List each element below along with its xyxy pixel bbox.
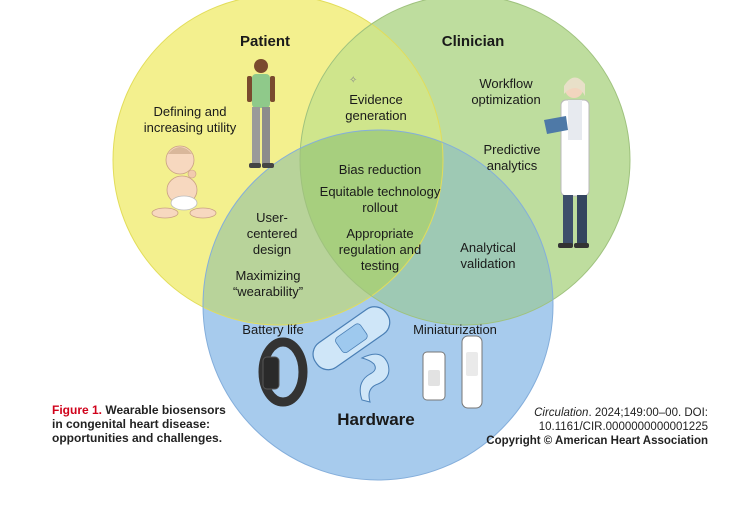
sparkle-icon: ✧ [349,75,357,86]
clinician-icon [544,77,590,248]
clip-sensor-icon [422,335,483,409]
band-aid-patch-icon [312,306,391,403]
label-miniaturization: Miniaturization [413,322,497,337]
label-predictive-analytics: Predictive analytics [483,142,541,173]
figure-number: Figure 1. [52,403,103,417]
label-workflow-optimization: Workflow optimization [471,76,541,107]
hardware-title: Hardware [337,410,415,429]
citation-credit: Circulation. 2024;149:00–00. DOI: 10.116… [448,406,708,448]
label-user-centered-design: User- centered design [246,210,298,257]
fitness-band-icon [258,337,308,407]
label-equitable-rollout: Equitable technology rollout [319,184,441,215]
person-patient-icon [247,59,275,168]
citation-text: . 2024;149:00–00. DOI: [588,407,708,419]
label-bias-reduction: Bias reduction [338,162,422,177]
journal-name: Circulation [534,407,589,419]
label-evidence-generation: Evidence generation [345,92,407,123]
label-defining-utility: Defining and increasing utility [143,104,237,135]
label-maximizing-wearability: Maximizing “wearability” [232,268,304,299]
baby-icon [151,145,217,219]
clinician-title: Clinician [441,33,505,50]
label-regulation-testing: Appropriate regulation and testing [338,226,422,273]
label-analytical-validation: Analytical validation [460,240,516,271]
figure-caption-text: Wearable biosensors in congenital heart … [52,403,226,445]
doi-text: 10.1161/CIR.0000000000001225 [538,421,708,433]
copyright-text: Copyright © American Heart Association [486,435,708,447]
patient-title: Patient [239,33,291,50]
figure-caption: Figure 1. Wearable biosensors in congeni… [52,403,226,445]
label-battery-life: Battery life [242,322,304,337]
